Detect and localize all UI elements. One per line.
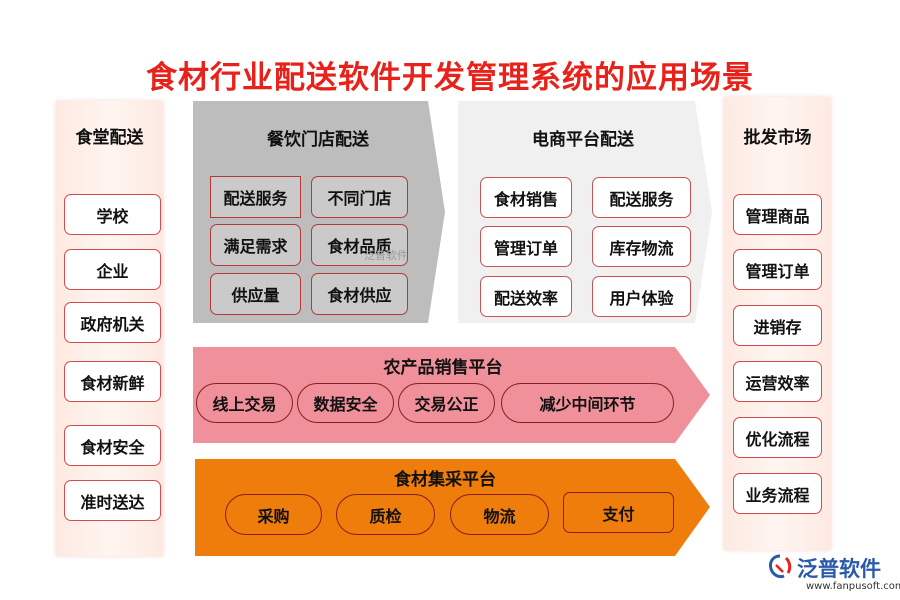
restaurant-item-delivery-service: 配送服务 <box>210 176 301 218</box>
right-item-inventory: 进销存 <box>733 305 822 346</box>
procurement-item-logistics: 物流 <box>450 494 549 535</box>
ecommerce-item-delivery-efficiency: 配送效率 <box>480 276 572 317</box>
wholesale-market-header: 批发市场 <box>743 128 812 148</box>
procurement-item-inspection: 质检 <box>336 494 435 535</box>
page-title: 食材行业配送软件开发管理系统的应用场景 <box>146 60 754 96</box>
logo-text: 泛普软件 <box>797 557 881 581</box>
right-item-efficiency: 运营效率 <box>733 361 822 402</box>
procurement-item-payment: 支付 <box>563 492 674 533</box>
agri-item-online-trade: 线上交易 <box>196 383 293 423</box>
ecommerce-panel-header: 电商平台配送 <box>532 130 634 150</box>
right-item-goods: 管理商品 <box>733 194 822 235</box>
right-item-workflow: 业务流程 <box>733 473 822 514</box>
left-item-enterprise: 企业 <box>64 249 161 290</box>
agri-item-data-security: 数据安全 <box>297 383 394 423</box>
restaurant-item-meet-demand: 满足需求 <box>210 224 301 266</box>
restaurant-item-supply-volume: 供应量 <box>210 273 301 315</box>
center-watermark: 泛普软件 <box>364 249 408 262</box>
ecommerce-item-food-sales: 食材销售 <box>480 177 572 218</box>
ecommerce-panel-shape <box>458 101 712 323</box>
right-item-orders: 管理订单 <box>733 249 822 290</box>
agri-panel-shape <box>193 347 710 443</box>
restaurant-item-food-supply: 食材供应 <box>311 273 408 315</box>
canteen-delivery-header: 食堂配送 <box>75 128 144 148</box>
procurement-item-purchase: 采购 <box>225 494 322 535</box>
right-item-optimize: 优化流程 <box>733 417 822 458</box>
restaurant-item-food-quality: 食材品质 <box>311 224 408 266</box>
agri-item-reduce-middlemen: 减少中间环节 <box>501 383 674 423</box>
ecommerce-item-delivery-service: 配送服务 <box>592 177 691 218</box>
ecommerce-item-manage-orders: 管理订单 <box>480 226 572 267</box>
left-item-fresh: 食材新鲜 <box>64 361 161 402</box>
fanpu-logo-icon <box>769 554 792 579</box>
restaurant-panel-header: 餐饮门店配送 <box>267 130 369 150</box>
agri-item-fair-trade: 交易公正 <box>398 383 495 423</box>
procurement-panel-header: 食材集采平台 <box>394 470 496 490</box>
left-item-government: 政府机关 <box>64 302 161 343</box>
agri-panel-header: 农产品销售平台 <box>383 358 503 378</box>
left-item-school: 学校 <box>64 194 161 235</box>
restaurant-item-different-stores: 不同门店 <box>311 176 408 218</box>
logo-url: www.fanpusoft.com <box>806 581 900 592</box>
ecommerce-item-inventory-logistics: 库存物流 <box>592 226 691 267</box>
ecommerce-item-user-experience: 用户体验 <box>592 276 691 317</box>
left-item-safety: 食材安全 <box>64 425 161 466</box>
left-item-ontime: 准时送达 <box>64 480 161 521</box>
